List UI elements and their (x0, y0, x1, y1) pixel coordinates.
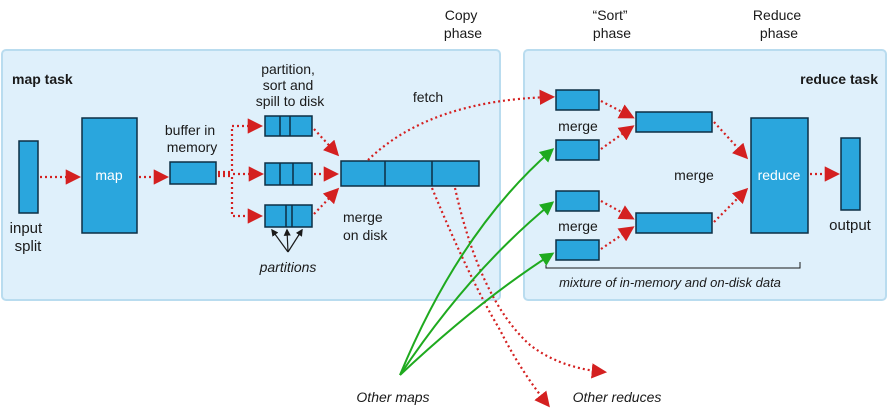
spill-label: partition, sort and spill to disk (256, 61, 325, 109)
partitions-pointer (271, 228, 303, 253)
reduce-input-2 (555, 139, 600, 161)
reduce-box-label: reduce (758, 167, 801, 183)
input-split-label: input split (10, 220, 47, 255)
mixture-label: mixture of in-memory and on-disk data (559, 275, 781, 290)
map-task-title: map task (12, 71, 73, 87)
reduce-task-panel (523, 49, 887, 301)
spill-file-2 (264, 162, 313, 186)
input-split-box (18, 140, 39, 214)
reduce-side-arrows (600, 100, 841, 250)
merge-on-disk-label: merge on disk (343, 209, 388, 243)
merged-segment-top (635, 111, 713, 133)
buffer-box (169, 161, 217, 185)
reduce-box (750, 117, 809, 234)
reduce-phase-label: Reduce phase (753, 7, 805, 41)
other-maps-arrows (399, 148, 555, 376)
buffer-label: buffer in memory (165, 122, 219, 155)
fetch-arrows (367, 89, 608, 408)
map-side-arrows (40, 118, 340, 224)
merge-label-top: merge (558, 118, 598, 134)
copy-phase-label: Copy phase (444, 7, 482, 41)
reduce-input-3 (555, 190, 600, 212)
other-reduces-label: Other reduces (573, 389, 662, 405)
map-box-label: map (95, 167, 122, 183)
spill-file-1 (264, 115, 313, 137)
spill-file-3 (264, 204, 313, 228)
merge-label-bottom: merge (558, 218, 598, 234)
merge-label-middle: merge (674, 167, 714, 183)
output-box (840, 137, 861, 211)
fetch-label: fetch (413, 89, 443, 105)
partitions-label: partitions (259, 259, 317, 275)
reduce-input-4 (555, 239, 600, 261)
sort-phase-label: “Sort” phase (593, 7, 632, 41)
merged-map-output (340, 160, 480, 187)
reduce-input-1 (555, 89, 600, 111)
map-box (81, 117, 138, 234)
merged-segment-bottom (635, 212, 713, 234)
output-label: output (829, 217, 872, 234)
other-maps-label: Other maps (356, 389, 429, 405)
reduce-task-title: reduce task (800, 71, 878, 87)
